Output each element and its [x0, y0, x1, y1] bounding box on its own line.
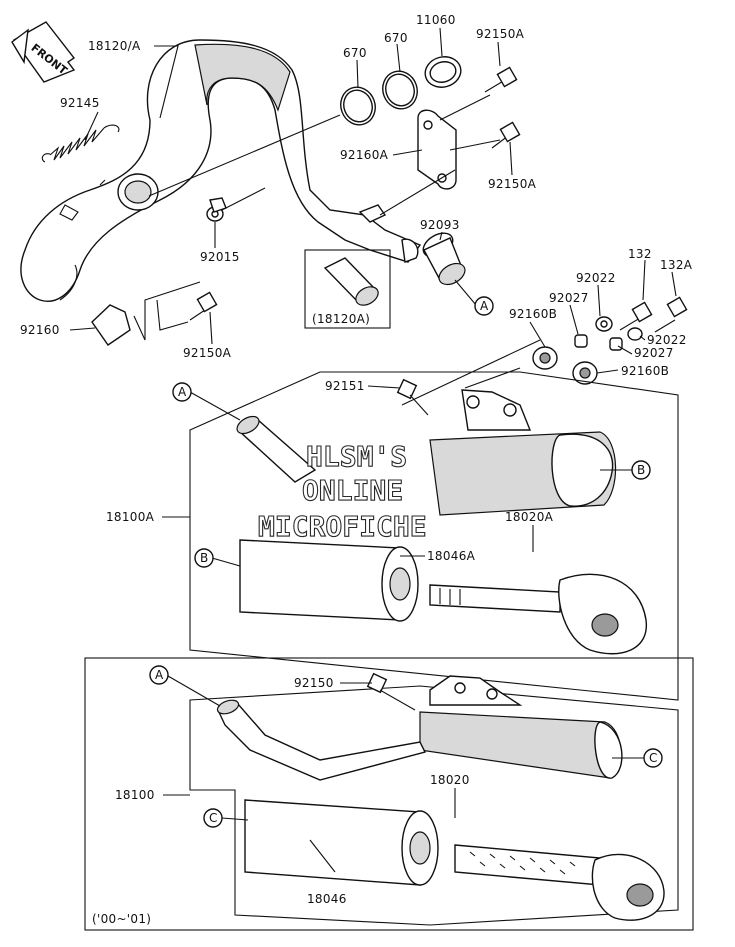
leader-lines: [69, 27, 677, 873]
label-92150: 92150: [294, 676, 334, 690]
bolt-92150A-top: [484, 66, 518, 93]
ref-b1-label: B: [637, 463, 646, 477]
label-18020: 18020: [430, 773, 470, 787]
watermark-line1: HLSM'S: [306, 440, 407, 473]
ref-circle-a1: A: [474, 296, 494, 316]
ref-c1-label: C: [649, 751, 658, 765]
watermark-line2: ONLINE: [302, 474, 403, 507]
label-92160B-2: 92160B: [621, 364, 669, 378]
bolt-92150: [366, 672, 416, 711]
front-arrow-icon: FRONT: [11, 21, 76, 83]
bracket-92160: [91, 304, 131, 346]
spring-92145: [41, 124, 120, 163]
ref-b2-label: B: [200, 551, 209, 565]
label-92093: 92093: [420, 218, 460, 232]
watermark-line3: MICROFICHE: [258, 510, 427, 543]
label-92160: 92160: [20, 323, 60, 337]
label-92151: 92151: [325, 379, 365, 393]
label-18120A: 18120/A: [88, 39, 141, 53]
label-92027-1: 92027: [549, 291, 589, 305]
label-132: 132: [628, 247, 652, 261]
ref-circle-a3: A: [149, 665, 169, 685]
bracket-92160A: [417, 109, 457, 190]
label-18120A-alt: (18120A): [312, 312, 370, 326]
ref-circle-c2: C: [203, 808, 223, 828]
connector-92093: [422, 232, 466, 286]
watermark: HLSM'S ONLINE MICROFICHE: [257, 439, 427, 543]
label-132A: 132A: [660, 258, 693, 272]
muffler-assembly-18100A: [189, 371, 679, 701]
label-18100A: 18100A: [106, 510, 155, 524]
label-years: ('00~'01): [92, 912, 151, 926]
ref-a2-label: A: [178, 385, 187, 399]
label-92022-2: 92022: [647, 333, 687, 347]
ref-a3-label: A: [155, 668, 164, 682]
bolt-92150A-mid: [491, 121, 521, 149]
ref-circle-c1: C: [643, 748, 663, 768]
o-ring-670-a-inner: [343, 89, 373, 123]
label-18046: 18046: [307, 892, 347, 906]
label-92150A-1: 92150A: [476, 27, 525, 41]
ref-a1-label: A: [480, 299, 489, 313]
ref-c2-label: C: [209, 811, 218, 825]
label-92015: 92015: [200, 250, 240, 264]
label-92022-1: 92022: [576, 271, 616, 285]
label-92027-2: 92027: [634, 346, 674, 360]
label-18020A: 18020A: [505, 510, 554, 524]
part-labels: 18120/A 92145 670 670 11060 92150A 92160…: [20, 13, 693, 926]
label-92150A-3: 92150A: [183, 346, 232, 360]
ref-circle-b2: B: [194, 548, 214, 568]
label-92160A: 92160A: [340, 148, 389, 162]
ref-circle-a2: A: [172, 382, 192, 402]
ref-circle-b1: B: [631, 460, 651, 480]
label-670-a: 670: [343, 46, 367, 60]
bolt-92151: [396, 378, 429, 416]
fastener-group: [532, 296, 688, 385]
bolt-92150A-lower: [189, 291, 218, 321]
gasket-11060-inner: [429, 61, 457, 83]
o-ring-670-b-inner: [385, 73, 415, 107]
label-92145: 92145: [60, 96, 100, 110]
label-92150A-2: 92150A: [488, 177, 537, 191]
label-92160B-1: 92160B: [509, 307, 557, 321]
inset-18120A: [304, 249, 391, 329]
label-18100: 18100: [115, 788, 155, 802]
label-11060: 11060: [416, 13, 456, 27]
muffler-assembly-18100: [84, 657, 694, 931]
label-670-b: 670: [384, 31, 408, 45]
label-18046A: 18046A: [427, 549, 476, 563]
